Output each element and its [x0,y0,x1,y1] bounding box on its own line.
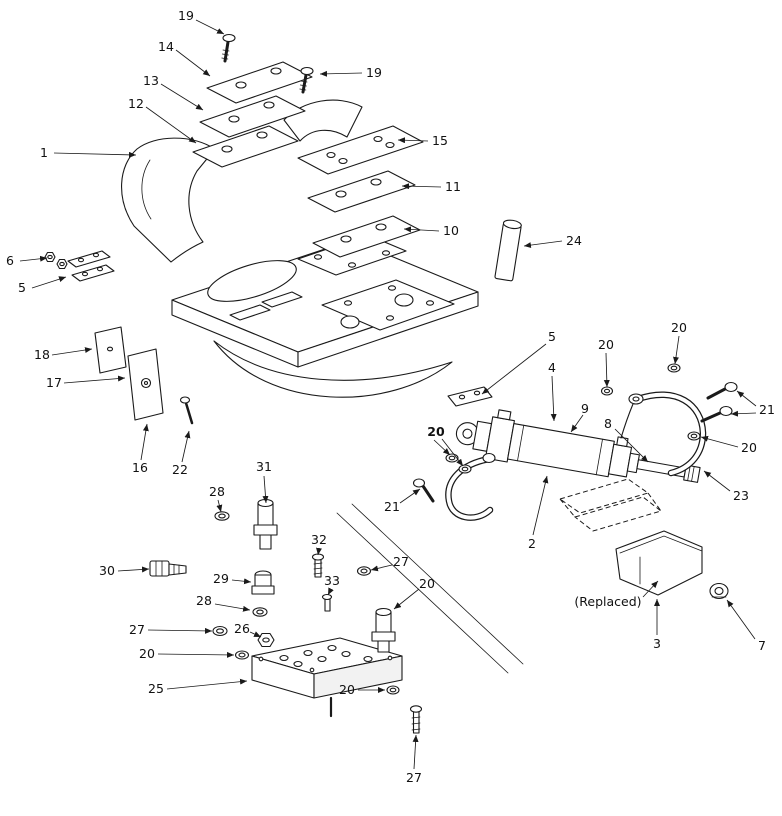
callout-27-c: 27 [406,770,422,785]
callout-8: 8 [604,416,612,431]
callout-13: 13 [143,73,159,88]
bracket-3 [615,530,703,596]
screw-27-bottom [409,705,423,734]
manifold-25 [251,637,403,718]
plate-5-left [67,250,115,282]
callout-labels: 19 14 19 13 12 15 1 11 10 24 6 5 18 20 5… [6,8,775,785]
washer-28-lower [252,607,268,617]
leader-lines [19,19,757,770]
callout-30: 30 [99,563,115,578]
callout-27-b: 27 [129,622,145,637]
callout-6: 6 [6,253,14,268]
shim-plate-17-16 [127,348,164,421]
washer-27-b [212,625,228,637]
plug-7 [709,582,729,600]
shim-plate-18 [94,326,127,374]
callout-11: 11 [445,179,461,194]
callout-16: 16 [132,460,148,475]
plate-5-center [447,386,493,407]
callout-20-c: 20 [427,424,445,439]
callout-22: 22 [172,462,188,477]
callout-28-b: 28 [196,593,212,608]
callout-3: 3 [653,636,661,651]
callout-21-b: 21 [384,499,400,514]
callout-5-b: 5 [548,329,556,344]
callout-15: 15 [432,133,448,148]
pin-24 [494,219,522,282]
callout-28-a: 28 [209,484,225,499]
elbow-fitting-right [371,607,396,653]
callout-19-a: 19 [178,8,194,23]
callout-25: 25 [148,681,164,696]
callout-29: 29 [213,571,229,586]
callout-5-a: 5 [18,280,26,295]
callout-23: 23 [733,488,749,503]
callout-20-b: 20 [598,337,614,352]
callout-17: 17 [46,375,62,390]
nut-26 [257,632,275,648]
nuts-6 [44,251,68,270]
hose-23 [620,391,707,477]
washer-28-upper [214,511,230,521]
callout-20-e: 20 [419,576,435,591]
callout-32: 32 [311,532,327,547]
frame-part-1 [121,99,479,398]
plate-12 [192,125,299,168]
callout-20-a: 20 [671,320,687,335]
washer-27-a [356,566,372,576]
plate-11 [307,170,416,213]
cylinder-assembly [455,409,701,483]
callout-1: 1 [40,145,48,160]
callout-24: 24 [566,233,582,248]
washers-20 [445,363,701,474]
callout-9: 9 [581,401,589,416]
fitting-29 [251,570,275,595]
screw-33 [321,593,333,612]
callout-26: 26 [234,621,250,636]
replaced-ghost-part [558,478,663,532]
plate-13 [199,95,306,138]
replaced-note: (Replaced) [574,594,641,609]
screw-19-a [221,33,236,63]
bolt-21-left [412,478,435,503]
plug-30 [149,560,187,577]
callout-12: 12 [128,96,144,111]
callout-33: 33 [324,573,340,588]
pin-22 [179,396,194,425]
callout-19-b: 19 [366,65,382,80]
callout-20-f: 20 [139,646,155,661]
elbow-fitting-31 [253,498,278,550]
callout-2: 2 [528,536,536,551]
callout-14: 14 [158,39,174,54]
bolts-21-right [700,381,738,423]
callout-7: 7 [758,638,766,653]
callout-27-a: 27 [393,554,409,569]
plate-stack [192,61,424,258]
washer-20-manifold-left [234,650,250,660]
callout-4: 4 [548,360,556,375]
projection-lines [336,503,524,674]
callout-20-g: 20 [339,682,355,697]
callout-20-d: 20 [741,440,757,455]
callout-10: 10 [443,223,459,238]
plate-15 [297,125,424,175]
callout-31: 31 [256,459,272,474]
callout-18: 18 [34,347,50,362]
callout-21-a: 21 [759,402,775,417]
plate-14 [206,61,313,104]
washer-20-manifold-right [386,685,400,695]
screw-19-b [299,66,314,94]
